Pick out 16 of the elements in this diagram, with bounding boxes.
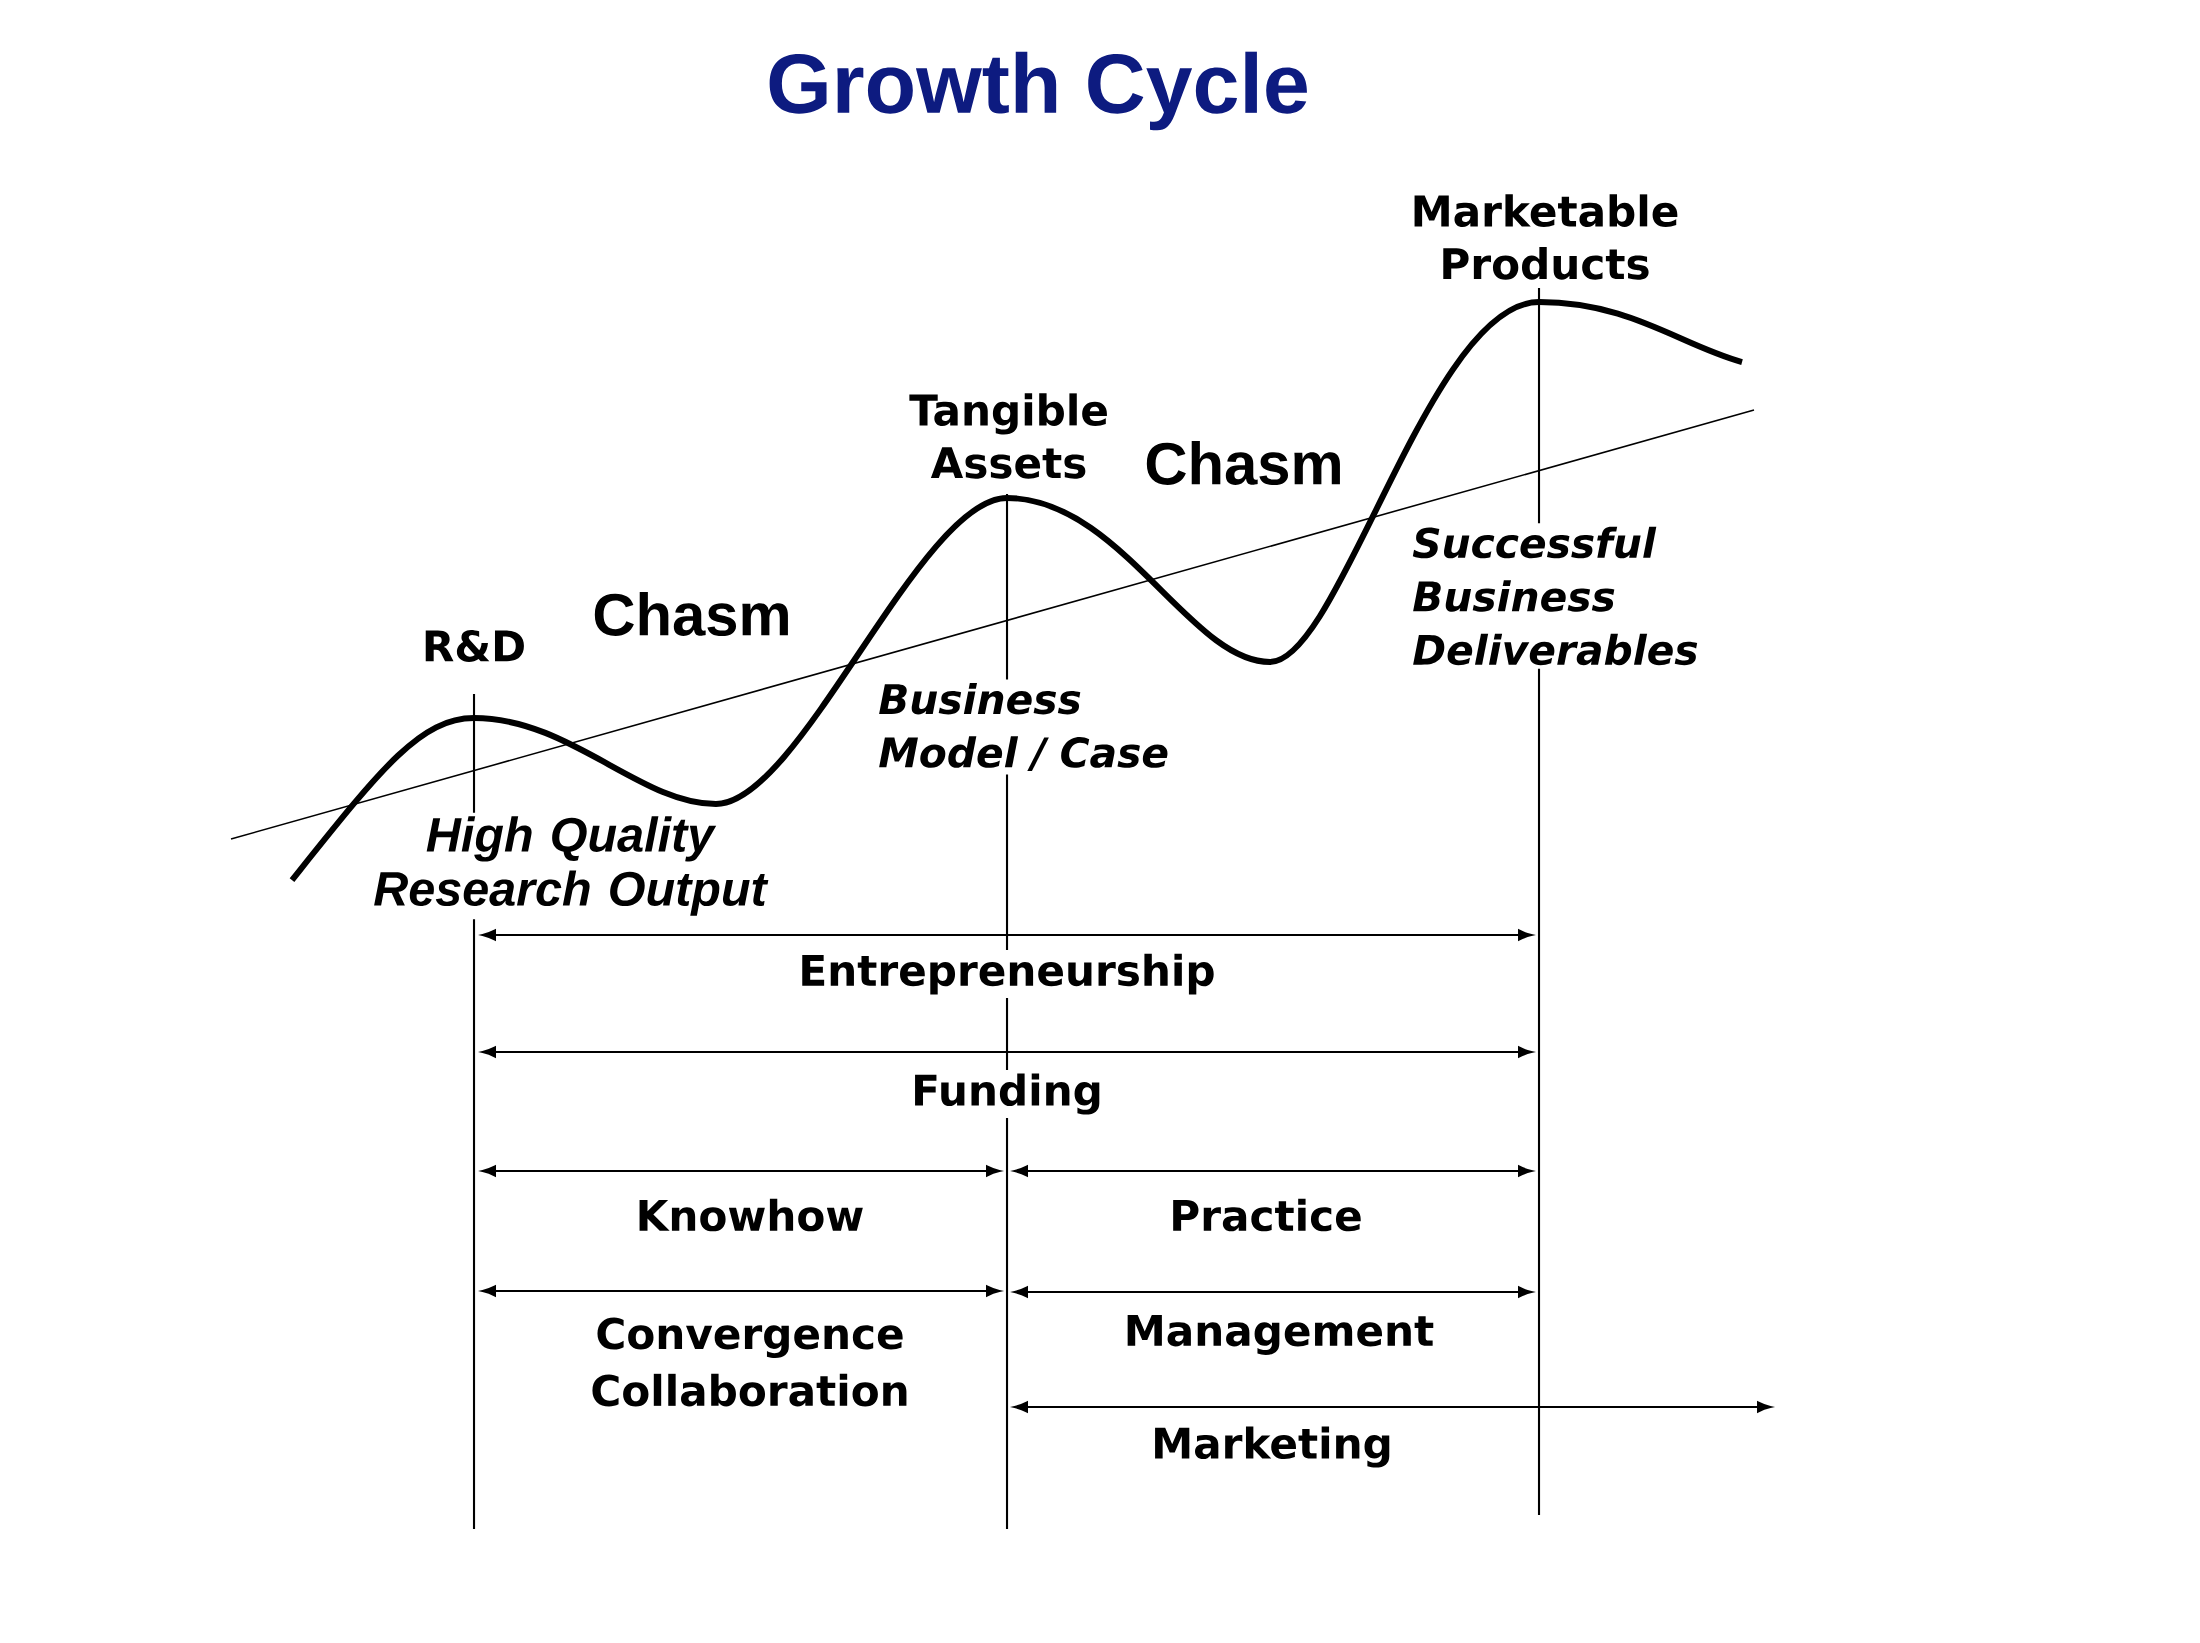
span-label: Marketing: [1147, 1422, 1397, 1472]
milestone-label: R&D: [418, 626, 530, 666]
milestone-label: Marketable Products: [1403, 190, 1687, 284]
span-label: Knowhow: [632, 1195, 868, 1235]
span-label: Entrepreneurship: [794, 950, 1220, 998]
outcome-label: Successful Business Deliverables: [1408, 523, 1722, 669]
title: Growth Cycle: [769, 51, 1307, 131]
span-label: Practice: [1165, 1195, 1367, 1235]
chasm-label: Chasm: [588, 588, 796, 640]
outcome-label: High Quality Research Output: [368, 812, 772, 920]
outcome-label: Business Model / Case: [874, 679, 1180, 775]
milestone-label: Tangible Assets: [900, 389, 1118, 483]
span-label: Management: [1120, 1311, 1438, 1359]
span-label: Convergence Collaboration: [584, 1314, 916, 1410]
span-label: Funding: [907, 1069, 1107, 1119]
chasm-label: Chasm: [1140, 437, 1348, 489]
